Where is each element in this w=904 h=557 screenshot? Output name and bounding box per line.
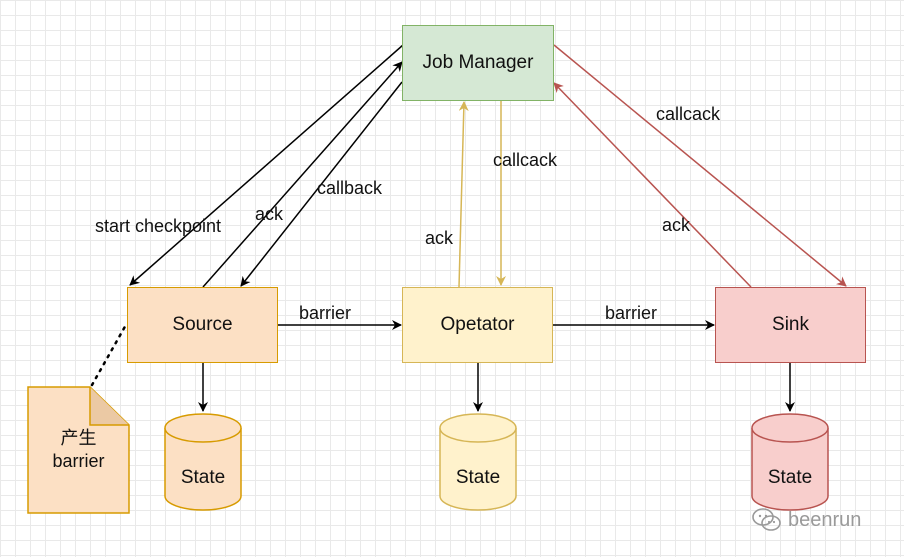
note-line-1: 产生 (60, 428, 97, 448)
watermark-text: beenrun (788, 508, 862, 531)
operator-state-label: State (455, 467, 501, 488)
label-sink-callcack: callcack (656, 104, 721, 124)
edge-source-callback (240, 81, 403, 287)
label-operator-ack: ack (425, 228, 454, 248)
label-start-checkpoint: start checkpoint (95, 216, 222, 236)
sink-state-cylinder (751, 413, 829, 511)
label-source-callback: callback (317, 178, 383, 198)
operator-label: Opetator (440, 314, 515, 335)
note-produce-barrier: 产生 barrier (28, 387, 129, 513)
source-state-label: State (180, 467, 226, 488)
source-state-cylinder (164, 413, 242, 511)
source-label: Source (172, 314, 233, 335)
operator-state-cylinder (439, 413, 517, 511)
sink-state-label: State (767, 467, 813, 488)
note-line-2: barrier (52, 451, 105, 471)
label-sink-ack: ack (662, 215, 691, 235)
edge-note-link (90, 321, 129, 387)
wechat-icon (752, 508, 781, 531)
job-manager-node: Job Manager (402, 25, 554, 101)
note-shape (27, 386, 130, 514)
source-node: Source (127, 287, 278, 363)
label-operator-callcack: callcack (493, 150, 558, 170)
sink-label: Sink (772, 314, 809, 335)
label-barrier-1: barrier (299, 303, 352, 323)
edge-source-ack (202, 61, 403, 288)
operator-node: Opetator (402, 287, 553, 363)
edge-sink-ack (553, 82, 752, 288)
edge-operator-ack (458, 101, 469, 288)
label-barrier-2: barrier (605, 303, 658, 323)
edge-start-checkpoint (129, 44, 404, 286)
edge-sink-callcack (553, 44, 847, 287)
watermark: beenrun (752, 506, 861, 534)
label-source-ack: ack (255, 204, 284, 224)
job-manager-label: Job Manager (422, 52, 534, 73)
sink-node: Sink (715, 287, 866, 363)
